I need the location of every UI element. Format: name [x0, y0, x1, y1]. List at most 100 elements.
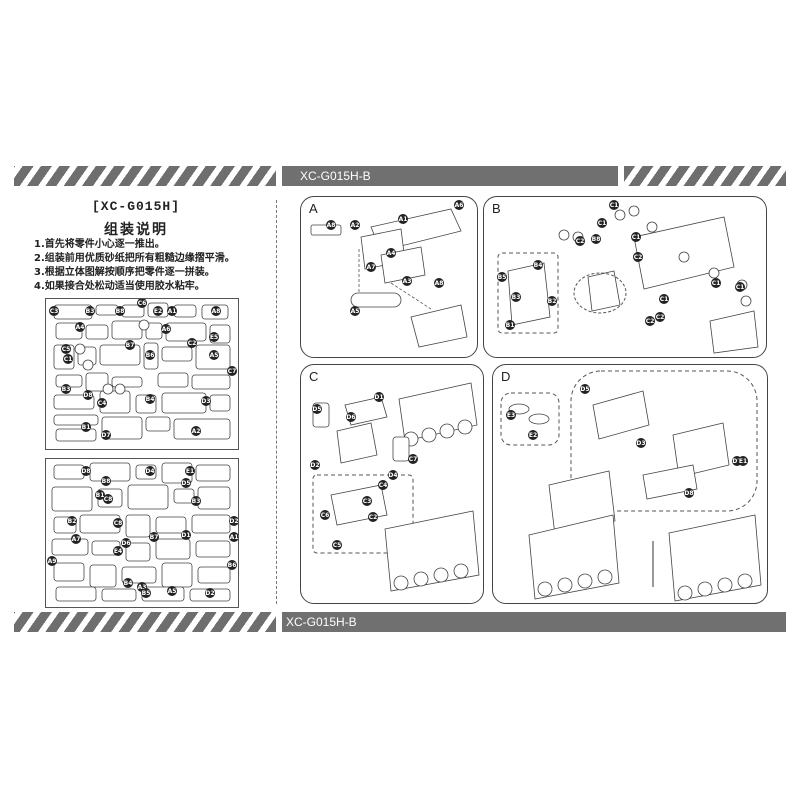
part-label-text: B8 — [102, 478, 111, 485]
part-label-circle — [137, 299, 147, 308]
part-label-circle — [511, 292, 521, 302]
part-label-badge: D1 — [374, 392, 384, 402]
part-label-text: C5 — [62, 346, 71, 353]
axle-bar — [350, 292, 402, 308]
part-label-circle — [185, 466, 195, 476]
part-label-text: D1 — [181, 532, 190, 539]
part-label-text: D2 — [205, 590, 214, 597]
part-label-circle — [85, 306, 95, 316]
part-label-badge: B7 — [149, 532, 159, 542]
part-label-circle — [434, 278, 444, 288]
part-label-text: D5 — [181, 480, 190, 487]
part-label-badge: C2 — [187, 338, 197, 348]
part-label-text: A8 — [327, 222, 336, 229]
part-label-badge: C1 — [63, 354, 73, 364]
part-label-text: C5 — [333, 542, 342, 549]
part-label-badge: A8 — [326, 220, 336, 230]
part-label-badge: C4 — [97, 398, 107, 408]
part-label-text: C2 — [576, 238, 585, 245]
guide-line — [390, 282, 432, 310]
part-label-text: A1 — [168, 308, 177, 315]
part-label-badge: C5 — [61, 344, 71, 354]
part-label-circle — [326, 220, 336, 230]
part-label-text: C2 — [188, 340, 197, 347]
part-label-badge: D4 — [145, 466, 155, 476]
part-label-circle — [145, 394, 155, 404]
part-label-text: C3 — [363, 498, 372, 505]
part-label-badge: C1 — [597, 218, 607, 228]
part-label-circle — [738, 456, 748, 466]
part-label-circle — [636, 438, 646, 448]
part-label-badge: C2 — [645, 316, 655, 326]
part-label-text: B5 — [498, 274, 507, 281]
part-label-circle — [63, 354, 73, 364]
part-label-badge: D3 — [636, 438, 646, 448]
wheel — [557, 577, 573, 593]
part-label-circle — [153, 306, 163, 316]
part-label-circle — [101, 430, 111, 440]
part-label-circle — [211, 306, 221, 316]
part-label-circle — [161, 324, 171, 334]
part-label-text: A6 — [162, 326, 171, 333]
part-label-circle — [141, 588, 151, 598]
die-cut-part — [209, 394, 231, 412]
die-cut-part — [85, 324, 109, 340]
die-cut-part — [197, 566, 231, 584]
die-cut-part — [191, 374, 231, 390]
part-label-text: C2 — [656, 314, 665, 321]
sub-assembly-box — [497, 252, 559, 334]
part-label-text: A4 — [76, 324, 85, 331]
part-label-circle — [201, 396, 211, 406]
crane-arm — [592, 390, 650, 440]
part-label-badge: B8 — [101, 476, 111, 486]
part-label-text: C3 — [50, 308, 59, 315]
part-label-text: E2 — [154, 308, 162, 315]
part-label-circle — [528, 430, 538, 440]
part-label-circle — [362, 496, 372, 506]
part-label-badge: B7 — [125, 340, 135, 350]
die-cut-part — [53, 414, 99, 426]
part-label-circle — [95, 490, 105, 500]
part-label-badge: B3 — [85, 306, 95, 316]
part-label-badge: B2 — [67, 516, 77, 526]
part-label-badge: C2 — [655, 312, 665, 322]
part-label-badge: D2 — [205, 588, 215, 598]
part-label-badge: E4 — [113, 546, 123, 556]
part-label-badge: A7 — [366, 262, 376, 272]
part-label-badge: C5 — [332, 540, 342, 550]
part-label-circle — [97, 398, 107, 408]
part-label-circle — [735, 282, 745, 292]
part-label-text: A1 — [399, 216, 408, 223]
part-label-badge: C2 — [368, 512, 378, 522]
part-label-badge: D2 — [229, 516, 238, 526]
die-cut-part — [161, 562, 193, 588]
part-label-badge: B6 — [227, 560, 237, 570]
die-cut-part — [195, 540, 231, 558]
die-cut-part — [165, 322, 207, 342]
part-label-badge: D8 — [83, 390, 93, 400]
part-label-badge: B4 — [123, 578, 133, 588]
part-label-circle — [113, 518, 123, 528]
part-label-badge: A2 — [191, 426, 201, 436]
part-label-badge: C7 — [408, 454, 418, 464]
part-label-badge: E3 — [506, 410, 516, 420]
part-label-circle — [209, 332, 219, 342]
part-label-circle — [631, 232, 641, 242]
part-label-circle — [655, 312, 665, 322]
part-label-badge: B3 — [511, 292, 521, 302]
part-label-badge: E1 — [738, 456, 748, 466]
part-label-badge: D5 — [181, 478, 191, 488]
die-cut-part — [53, 464, 85, 480]
part-label-text: D6 — [121, 540, 130, 547]
die-cut-part — [173, 418, 231, 440]
wheel — [413, 571, 429, 587]
part-label-text: B8 — [592, 236, 601, 243]
part-label-circle — [103, 494, 113, 504]
part-label-badge: D6 — [121, 538, 131, 548]
crane-base — [672, 422, 730, 478]
part-label-text: A3 — [138, 584, 147, 591]
crane-sub-assembly — [570, 370, 758, 512]
